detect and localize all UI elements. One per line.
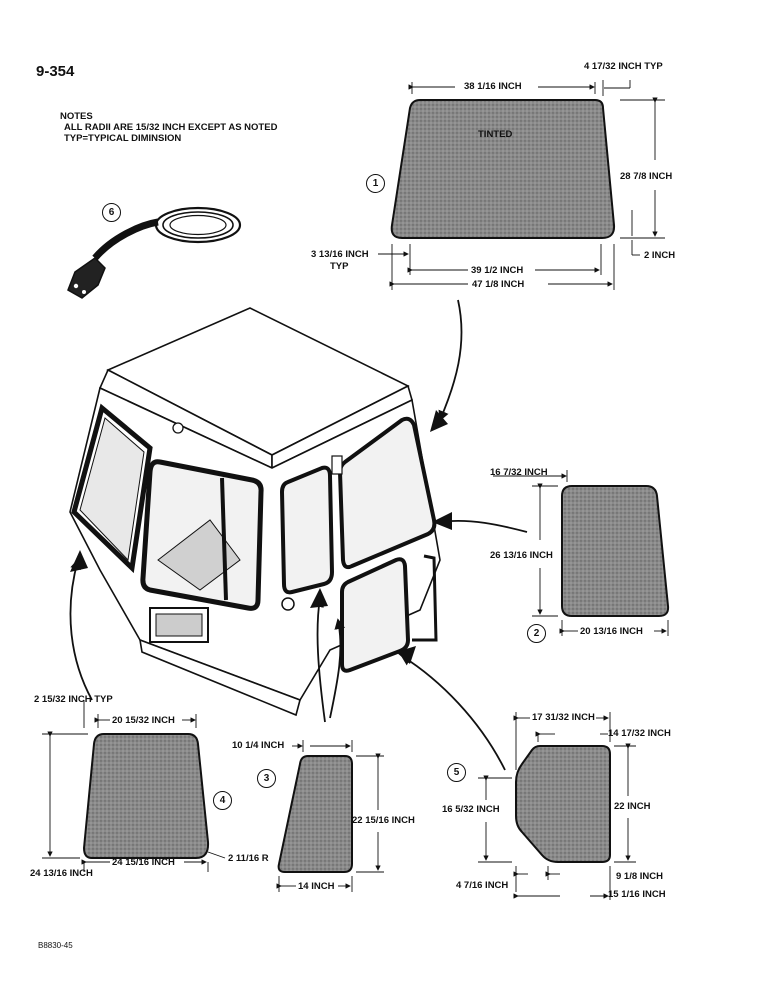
seal-strip-coil xyxy=(67,206,242,299)
glass-3-dimension-lines xyxy=(276,740,384,892)
glass-3 xyxy=(277,755,353,873)
g5-top-right: 14 17/32 INCH xyxy=(608,728,671,739)
g3-top-width: 10 1/4 INCH xyxy=(232,740,285,751)
g4-offset: 2 15/32 INCH TYP xyxy=(34,694,113,705)
g2-bottom-width: 20 13/16 INCH xyxy=(580,626,643,637)
callout-arrows xyxy=(69,299,528,771)
g5-left-height: 16 5/32 INCH xyxy=(442,804,500,815)
g1-side-offset-typ: TYP xyxy=(330,261,349,272)
notes-heading: NOTES xyxy=(60,111,93,122)
g2-height: 26 13/16 INCH xyxy=(490,550,553,561)
g1-corner-offset: 4 17/32 INCH TYP xyxy=(584,61,663,72)
glass-2-dimension-lines xyxy=(493,470,669,636)
callout-1: 1 xyxy=(366,174,385,193)
g1-side-offset: 3 13/16 INCH xyxy=(311,249,369,260)
cab-assembly xyxy=(69,307,441,717)
g3-bottom-width: 14 INCH xyxy=(298,881,335,892)
g4-top-width: 20 15/32 INCH xyxy=(112,715,175,726)
g4-radius: 2 11/16 R xyxy=(228,853,269,864)
g4-height: 24 13/16 INCH xyxy=(30,868,93,879)
glass-4-dimension-lines xyxy=(42,700,226,872)
g5-bottom-left: 4 7/16 INCH xyxy=(456,880,509,891)
glass-1-windshield xyxy=(390,99,616,239)
g1-tinted-label: TINTED xyxy=(478,129,513,140)
g1-bottom-inner: 39 1/2 INCH xyxy=(471,265,524,276)
g3-height: 22 15/16 INCH xyxy=(352,815,415,826)
arrow-heads xyxy=(70,410,452,664)
callout-2: 2 xyxy=(527,624,546,643)
g5-height: 22 INCH xyxy=(614,801,651,812)
g1-height: 28 7/8 INCH xyxy=(620,171,673,182)
figure-code: B8830-45 xyxy=(38,941,73,950)
glass-5 xyxy=(515,745,611,863)
g1-bottom-step: 2 INCH xyxy=(644,250,676,261)
g1-bottom-overall: 47 1/8 INCH xyxy=(472,279,525,290)
g5-top-width: 17 31/32 INCH xyxy=(532,712,595,723)
notes-line-2: TYP=TYPICAL DIMINSION xyxy=(64,133,182,144)
g5-bottom-overall: 15 1/16 INCH xyxy=(608,889,666,900)
callout-6: 6 xyxy=(102,203,121,222)
glass-4 xyxy=(82,733,210,859)
page-number: 9-354 xyxy=(36,63,75,80)
glass-2-door-upper xyxy=(561,485,670,617)
g5-bottom-right: 9 1/8 INCH xyxy=(616,871,663,882)
glass-5-dimension-lines xyxy=(478,712,636,900)
callout-5: 5 xyxy=(447,763,466,782)
glass-1-dimension-lines xyxy=(378,80,665,290)
callout-4: 4 xyxy=(213,791,232,810)
callout-3: 3 xyxy=(257,769,276,788)
g2-top-width: 16 7/32 INCH xyxy=(490,467,548,478)
notes-line-1: ALL RADII ARE 15/32 INCH EXCEPT AS NOTED xyxy=(64,122,278,133)
g1-top-width: 38 1/16 INCH xyxy=(464,81,522,92)
g4-bottom-width: 24 15/16 INCH xyxy=(112,857,175,868)
